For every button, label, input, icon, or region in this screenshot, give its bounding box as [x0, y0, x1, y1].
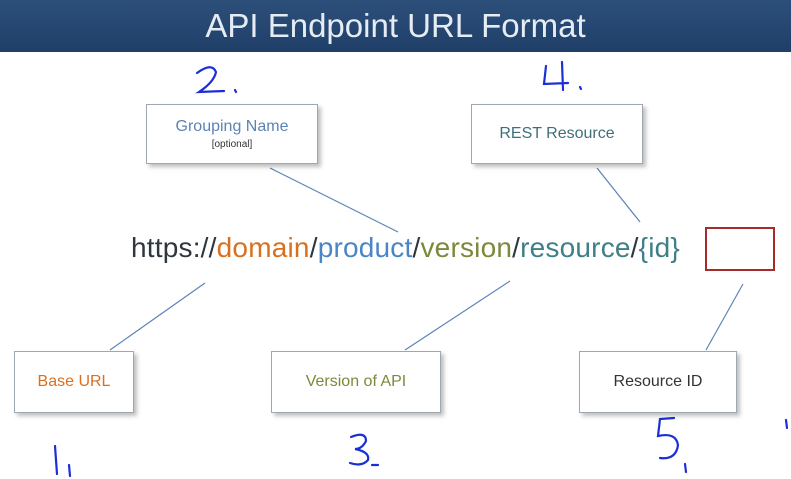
- endpoint-url: https://domain/product/version/resource/…: [131, 232, 680, 264]
- title-bar: API Endpoint URL Format: [0, 0, 791, 52]
- url-version: version: [420, 232, 513, 263]
- rest-resource-label: REST Resource: [499, 125, 615, 142]
- resource-id-label: Resource ID: [613, 373, 703, 390]
- url-separator: /: [309, 232, 318, 263]
- hand-2: [195, 66, 226, 94]
- grouping-optional-label: [optional]: [211, 139, 253, 150]
- id-connector: [705, 283, 744, 351]
- hand-5: [656, 416, 688, 474]
- base-url-label: Base URL: [37, 373, 111, 390]
- url-id: {id}: [638, 232, 680, 263]
- resource-id-box: Resource ID: [579, 351, 737, 413]
- url-scheme: https://: [131, 232, 217, 263]
- grouping-name-label: Grouping Name: [175, 118, 289, 135]
- url-domain: domain: [216, 232, 310, 263]
- url-resource: resource: [520, 232, 631, 263]
- grouping-name-box: Grouping Name [optional]: [146, 104, 318, 164]
- hand-2-dot: [233, 88, 238, 94]
- url-product: product: [317, 232, 413, 263]
- url-separator: /: [630, 232, 639, 263]
- rest-resource-box: REST Resource: [471, 104, 643, 164]
- url-separator: /: [512, 232, 521, 263]
- hand-stray: [784, 418, 789, 430]
- version-of-api-label: Version of API: [305, 373, 407, 390]
- base-connector: [109, 282, 206, 351]
- grouping-connector: [269, 167, 399, 233]
- page-title: API Endpoint URL Format: [205, 7, 586, 44]
- hand-4-dot: [578, 85, 583, 91]
- hand-4: [542, 60, 570, 92]
- base-url-box: Base URL: [14, 351, 134, 413]
- hand-1: [53, 444, 72, 478]
- version-of-api-box: Version of API: [271, 351, 441, 413]
- id-highlight-box: [705, 227, 775, 271]
- rest-connector: [596, 167, 641, 223]
- version-connector: [404, 280, 511, 351]
- hand-3: [348, 433, 370, 466]
- url-separator: /: [412, 232, 421, 263]
